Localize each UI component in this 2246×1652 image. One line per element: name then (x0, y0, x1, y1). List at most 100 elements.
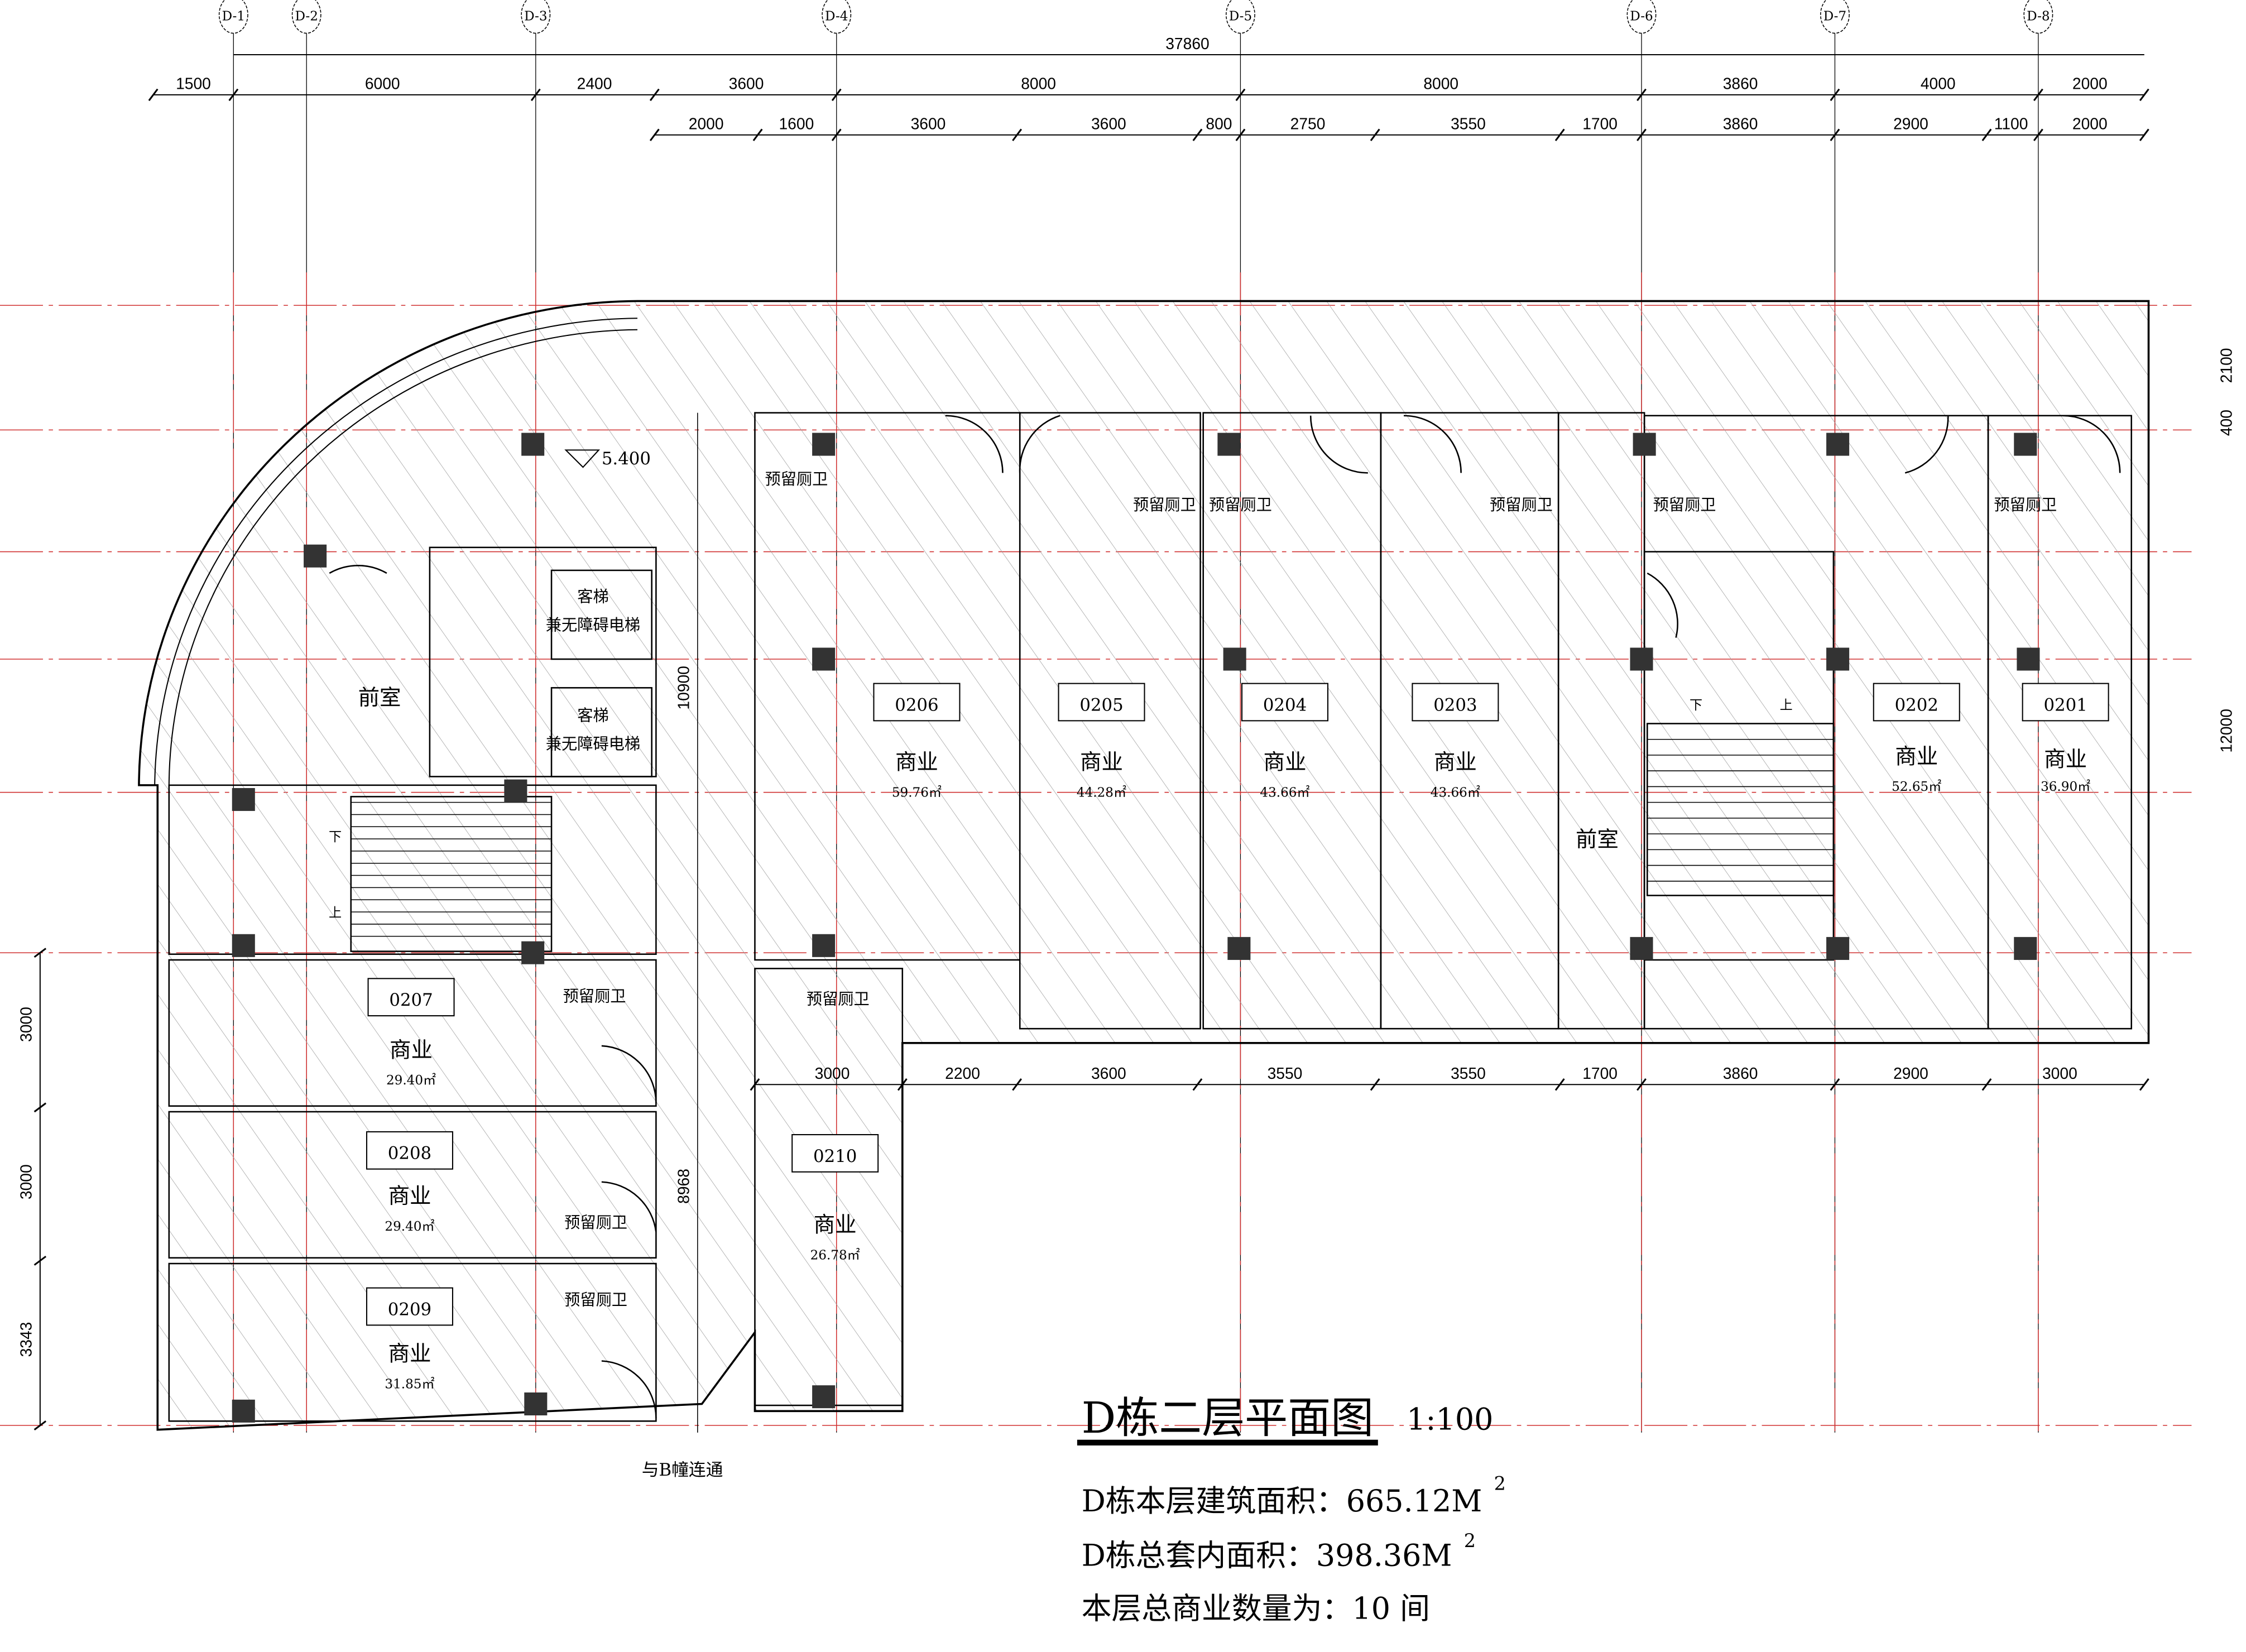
dimension-tick (2033, 128, 2043, 141)
room-number: 0203 (1433, 695, 1477, 715)
column (812, 934, 836, 957)
dimension-value: 3343 (17, 1322, 35, 1357)
room-number: 0206 (895, 695, 938, 715)
column (2014, 937, 2037, 960)
room-number: 0201 (2043, 695, 2087, 715)
stair-direction-label: 下 (329, 830, 342, 844)
column (812, 647, 836, 671)
dimension-value: 2200 (945, 1064, 980, 1082)
connection-label: 与B幢连通 (642, 1460, 723, 1480)
dimension-value: 2900 (1893, 114, 1928, 132)
room-number: 0207 (389, 990, 433, 1010)
room-use: 商业 (1434, 750, 1477, 775)
toilet-label: 预留厕卫 (1133, 496, 1196, 514)
floor-area (138, 300, 2150, 1431)
dimension-value: 1500 (176, 75, 211, 93)
room-use: 商业 (814, 1213, 857, 1238)
title-underline (1077, 1439, 1378, 1446)
axis-bubble (822, 0, 852, 34)
column (1826, 937, 1850, 960)
toilet-label: 预留厕卫 (564, 1213, 627, 1232)
dimension-tick (1012, 128, 1023, 141)
elevator-label: 客梯 (577, 706, 608, 724)
axis-label: D-4 (825, 9, 848, 23)
building-area-sup: 2 (1494, 1472, 1506, 1494)
room-number-box (366, 1131, 453, 1170)
room-use: 商业 (390, 1038, 433, 1063)
stair-direction-label: 上 (1780, 698, 1793, 713)
dimension-value: 400 (2217, 410, 2235, 436)
column (1826, 433, 1850, 456)
axis-bubble (291, 0, 321, 34)
drawing-title: D栋二层平面图 (1082, 1394, 1374, 1443)
dimension-tick (1636, 128, 1647, 141)
dimension-value: 2100 (2217, 348, 2235, 383)
room-number-box (367, 978, 455, 1017)
room-area: 59.76㎡ (892, 785, 942, 800)
dimension-tick (148, 88, 159, 102)
column (1633, 433, 1656, 456)
dimension-value: 3600 (729, 75, 764, 93)
dimension-tick (1554, 128, 1565, 141)
room-labels: 0206商业59.76㎡0205商业44.28㎡0204商业43.66㎡0203… (329, 470, 2109, 1391)
dimension-tick (1192, 1078, 1203, 1091)
dimension-tick (2139, 1078, 2149, 1091)
building-outline (138, 300, 2150, 1431)
dimension-tick (2139, 128, 2149, 141)
column (232, 787, 255, 811)
axis-bubble (521, 0, 551, 34)
dimension-value: 3600 (1091, 1064, 1126, 1082)
dimension-tick (2139, 88, 2149, 102)
room-area: 43.66㎡ (1260, 785, 1309, 800)
toilet-label: 预留厕卫 (563, 987, 626, 1005)
room-number-box (1058, 683, 1145, 722)
room-use: 商业 (1264, 750, 1307, 775)
dimension-tick (33, 1102, 47, 1113)
dimension-tick (649, 88, 660, 102)
room-number: 0205 (1079, 695, 1123, 715)
dimension-tick (33, 1255, 47, 1266)
dimension-value: 3000 (815, 1064, 850, 1082)
dimension-tick (1370, 128, 1380, 141)
dimension-value: 3550 (1451, 1064, 1486, 1082)
room-use: 商业 (2044, 747, 2087, 772)
axis-label: D-6 (1630, 9, 1653, 23)
curtain-wall-arc (154, 318, 638, 785)
shop-count-note: 本层总商业数量为：10 间 (1082, 1591, 1430, 1626)
elevator-label: 客梯 (577, 587, 608, 606)
elevation-icon (564, 449, 601, 468)
dimension-tick (228, 88, 239, 102)
elevator-label-accessible: 兼无障碍电梯 (546, 616, 640, 635)
dimension-value: 3860 (1723, 75, 1758, 93)
column (1826, 647, 1850, 671)
dimension-value: 2750 (1290, 114, 1326, 132)
dimension-value: 1700 (1582, 1064, 1618, 1082)
column (521, 433, 545, 456)
axis-bubble (2023, 0, 2053, 34)
dimension-tick (1192, 128, 1203, 141)
toilet-label: 预留厕卫 (564, 1290, 627, 1309)
axis-label: D-8 (2027, 9, 2050, 23)
room-number-box (791, 1134, 879, 1173)
axis-label: D-2 (295, 9, 318, 23)
dimension-tick (2033, 88, 2043, 102)
dimension-value: 2000 (689, 114, 724, 132)
room-number-box (1873, 683, 1960, 722)
drawing-scale: 1:100 (1407, 1402, 1493, 1437)
stair-direction-label: 下 (1690, 698, 1702, 713)
dimension-value: 2900 (1893, 1064, 1928, 1082)
dimension-value: 2000 (2072, 114, 2108, 132)
column (2017, 647, 2040, 671)
room-use: 商业 (1895, 744, 1938, 769)
lobby-label: 前室 (358, 685, 401, 710)
unit-area-note: D栋总套内面积：398.36M (1082, 1538, 1452, 1573)
column (1227, 937, 1251, 960)
room-number: 0209 (388, 1299, 431, 1319)
column (521, 941, 545, 964)
axis-label: D-3 (524, 9, 547, 23)
dimension-tick (831, 128, 842, 141)
room-area: 29.40㎡ (385, 1219, 434, 1234)
dimension-value: 8000 (1021, 75, 1056, 93)
